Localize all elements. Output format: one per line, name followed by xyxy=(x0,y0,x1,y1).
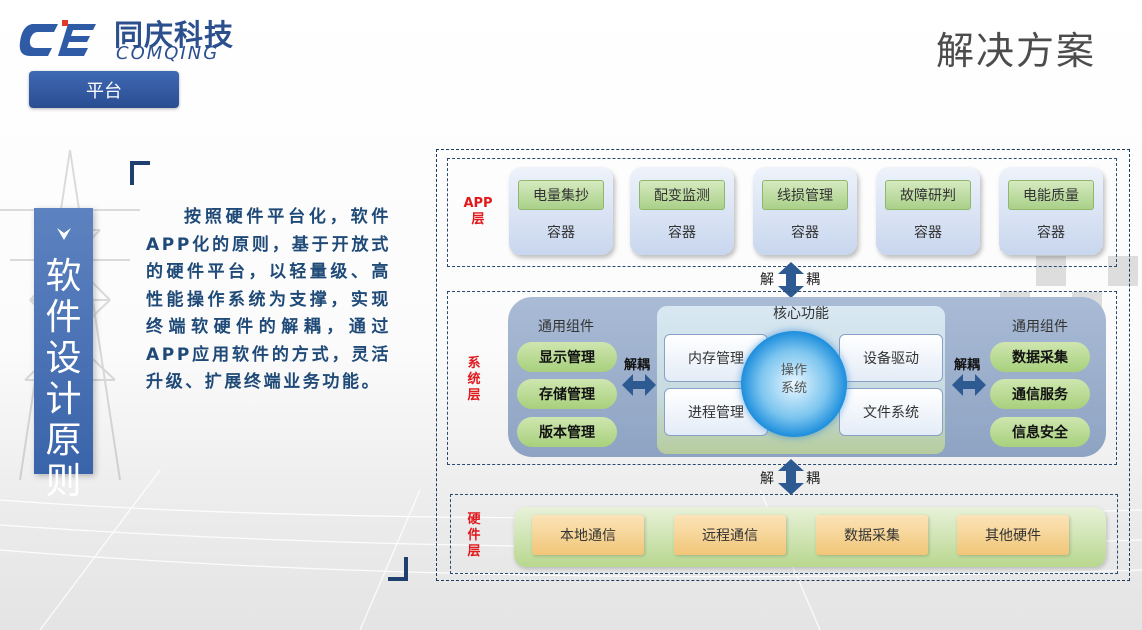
app-container-label: 容器 xyxy=(1037,225,1065,241)
bracket-top-left xyxy=(130,161,150,185)
label-line: 层 xyxy=(467,544,481,559)
app-layer-label: APP 层 xyxy=(462,196,494,228)
company-logo-mark xyxy=(19,20,96,56)
app-card[interactable]: 电量集抄 容器 xyxy=(509,167,613,255)
app-name: 故障研判 xyxy=(885,180,971,210)
label-line: 件 xyxy=(467,528,481,543)
app-container-label: 容器 xyxy=(914,225,942,241)
app-card[interactable]: 线损管理 容器 xyxy=(753,167,857,255)
label-line: 层 xyxy=(467,388,481,403)
label-line: 统 xyxy=(467,372,481,387)
architecture-diagram xyxy=(436,149,1130,581)
app-name: 配变监测 xyxy=(639,180,725,210)
double-arrow-horizontal-icon xyxy=(622,374,656,396)
decouple-label: 耦 xyxy=(806,471,820,487)
company-name-en: COMQING xyxy=(116,43,220,64)
core-box[interactable]: 设备驱动 xyxy=(839,334,943,382)
component-pill[interactable]: 通信服务 xyxy=(990,379,1090,409)
bracket-bottom-right xyxy=(388,557,408,581)
hardware-layer-label: 硬 件 层 xyxy=(464,512,484,560)
hardware-item[interactable]: 其他硬件 xyxy=(957,515,1069,555)
os-line: 操作 xyxy=(780,363,807,378)
description-paragraph: 按照硬件平台化，软件APP化的原则，基于开放式的硬件平台，以轻量级、高性能操作系… xyxy=(146,207,391,392)
title-char: 原 xyxy=(45,420,82,461)
label-line: APP xyxy=(463,196,493,211)
title-char: 软 xyxy=(45,256,82,297)
component-pill[interactable]: 存储管理 xyxy=(517,379,617,409)
app-container-label: 容器 xyxy=(791,225,819,241)
page-title: 解决方案 xyxy=(935,29,1096,73)
label-line: 层 xyxy=(471,212,485,227)
label-line: 硬 xyxy=(467,512,481,527)
chevron-down-icon xyxy=(34,222,93,250)
left-components-title: 通用组件 xyxy=(538,319,594,335)
platform-tab[interactable]: 平台 xyxy=(29,71,179,108)
decouple-label: 解 xyxy=(760,272,774,288)
component-pill[interactable]: 信息安全 xyxy=(990,417,1090,447)
right-decouple-label: 解耦 xyxy=(954,358,981,373)
double-arrow-horizontal-icon xyxy=(952,374,986,396)
company-name-cn: 同庆科技 xyxy=(114,18,235,52)
hardware-layer xyxy=(450,494,1118,574)
side-banner: 软 件 设 计 原 则 xyxy=(34,208,93,502)
component-pill[interactable]: 显示管理 xyxy=(517,342,617,372)
core-functions-title: 核心功能 xyxy=(773,306,829,322)
app-name: 线损管理 xyxy=(762,180,848,210)
app-container-label: 容器 xyxy=(547,225,575,241)
app-card[interactable]: 故障研判 容器 xyxy=(876,167,980,255)
decouple-label: 解 xyxy=(760,471,774,487)
app-name: 电能质量 xyxy=(1008,180,1094,210)
operating-system-core xyxy=(741,331,847,437)
component-pill[interactable]: 版本管理 xyxy=(517,417,617,447)
title-char: 件 xyxy=(45,297,82,338)
left-decouple-label: 解耦 xyxy=(624,358,651,373)
app-layer xyxy=(447,158,1117,267)
system-layer xyxy=(447,291,1117,465)
decouple-label: 耦 xyxy=(806,272,820,288)
double-arrow-vertical-icon xyxy=(778,262,804,298)
app-container-label: 容器 xyxy=(668,225,696,241)
side-banner-title: 软 件 设 计 原 则 xyxy=(34,256,93,502)
double-arrow-vertical-icon xyxy=(778,459,804,495)
hardware-item[interactable]: 远程通信 xyxy=(674,515,786,555)
os-line: 系统 xyxy=(780,381,807,396)
component-pill[interactable]: 数据采集 xyxy=(990,342,1090,372)
hardware-item[interactable]: 本地通信 xyxy=(532,515,644,555)
title-char: 则 xyxy=(45,461,82,502)
app-card[interactable]: 配变监测 容器 xyxy=(630,167,734,255)
core-box[interactable]: 文件系统 xyxy=(839,388,943,436)
label-line: 系 xyxy=(467,356,481,371)
title-char: 计 xyxy=(45,379,82,420)
app-name: 电量集抄 xyxy=(518,180,604,210)
app-card[interactable]: 电能质量 容器 xyxy=(999,167,1103,255)
hardware-item[interactable]: 数据采集 xyxy=(816,515,928,555)
right-components-title: 通用组件 xyxy=(1012,319,1068,335)
system-layer-label: 系 统 层 xyxy=(464,356,484,404)
operating-system-label: 操作 系统 xyxy=(741,362,847,398)
title-char: 设 xyxy=(45,338,82,379)
